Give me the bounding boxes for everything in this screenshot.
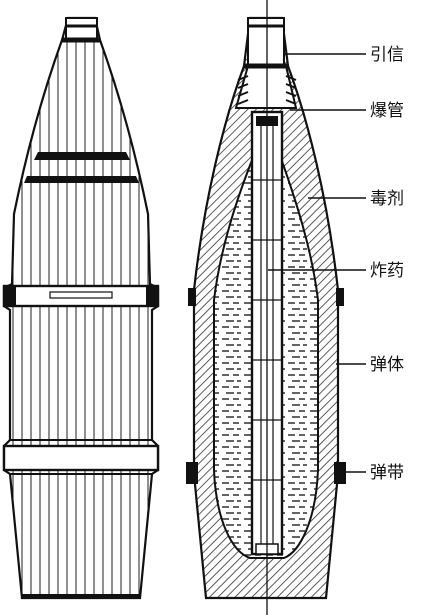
label-detonator: 爆管 xyxy=(370,101,404,121)
label-toxic-agent: 毒剂 xyxy=(370,189,404,209)
label-fuze: 引信 xyxy=(370,45,404,65)
cutaway-shell xyxy=(186,0,346,615)
exterior-fuze xyxy=(65,17,98,41)
callout-labels: 引信 爆管 毒剂 炸药 弹体 弹带 xyxy=(370,45,404,483)
rotating-band xyxy=(186,462,198,484)
label-rotating-band: 弹带 xyxy=(370,463,404,483)
label-projectile-body: 弹体 xyxy=(370,355,404,375)
exterior-rotating-band xyxy=(2,444,160,472)
exterior-shell xyxy=(2,16,160,600)
exterior-outline xyxy=(2,16,160,600)
label-burster: 炸药 xyxy=(370,261,404,281)
callouts xyxy=(268,53,366,473)
